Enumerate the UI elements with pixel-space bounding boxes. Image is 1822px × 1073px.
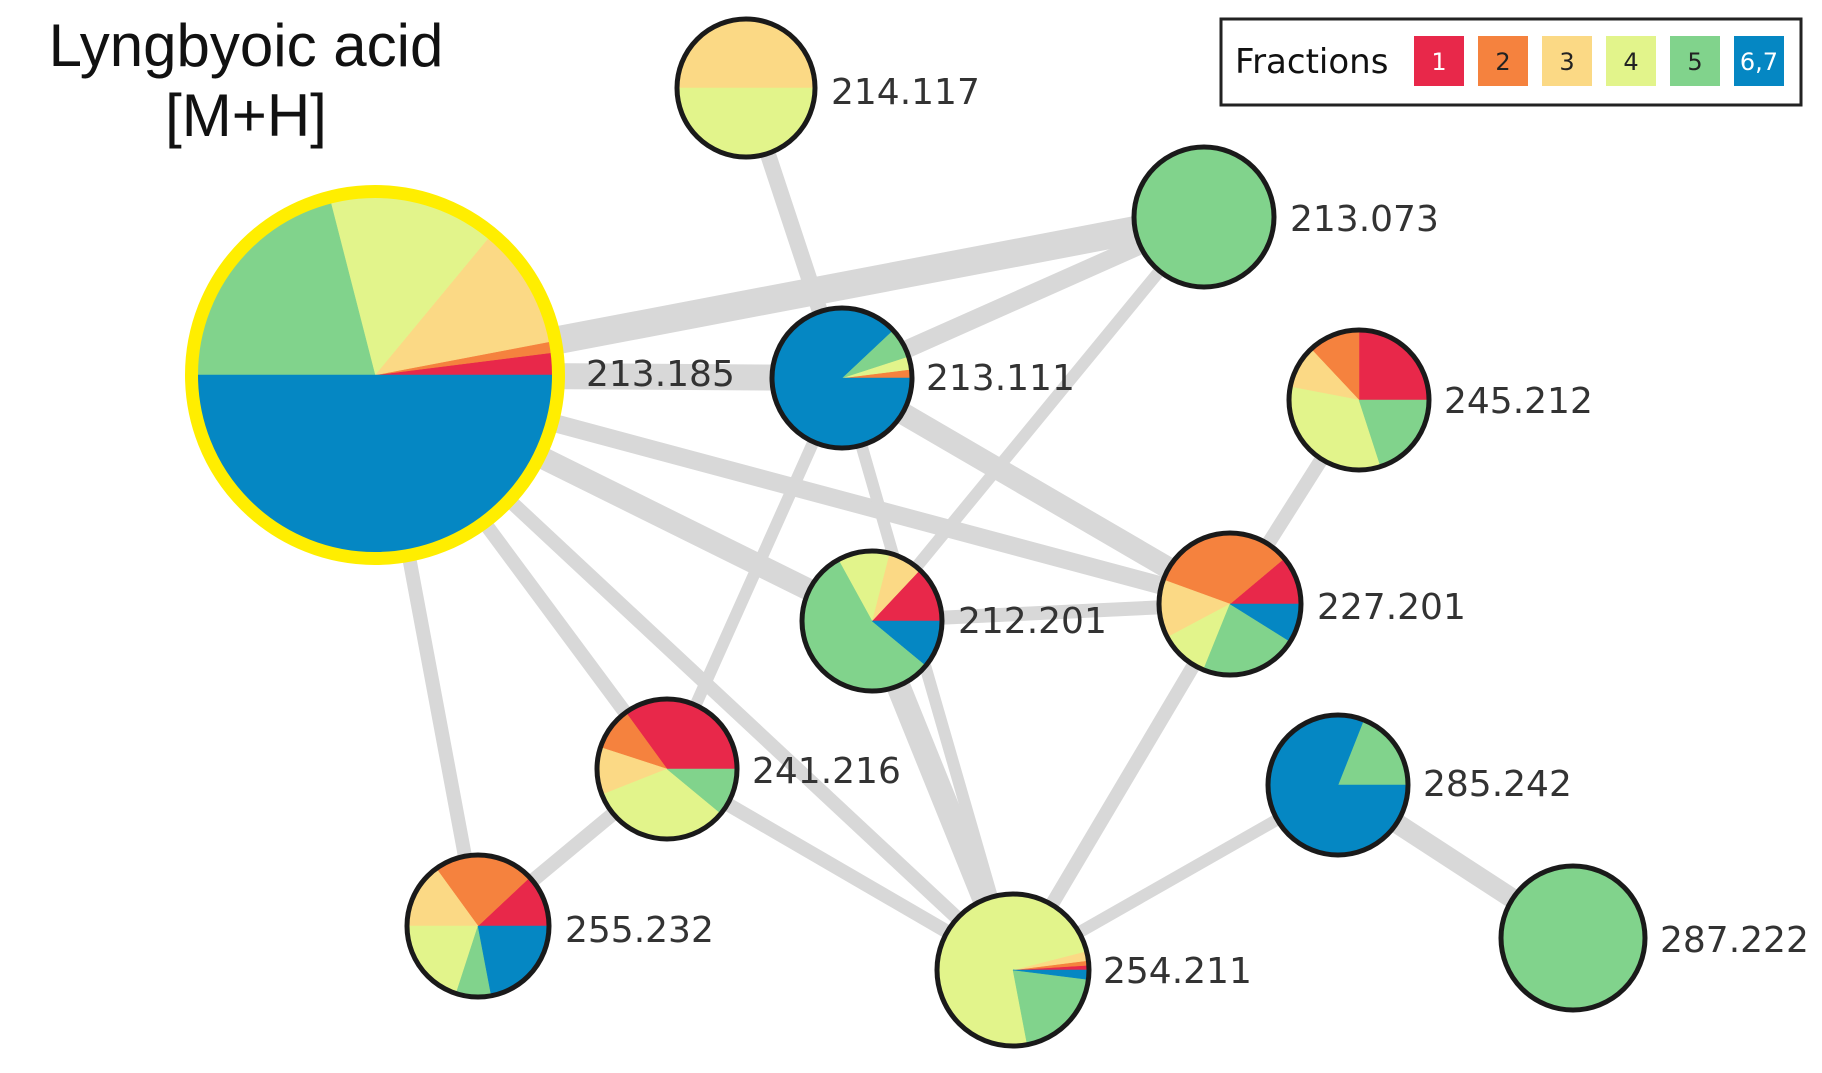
node-border (1131, 144, 1277, 290)
title-line-2: [M+H] (165, 82, 327, 149)
node-255232[interactable]: 255.232 (404, 852, 714, 1000)
node-border (799, 548, 945, 694)
fractions-legend: Fractions 1 2 3 4 5 6,7 (1219, 17, 1803, 107)
fraction-pie (771, 307, 913, 449)
pie-slice-fraction-6-7 (196, 374, 554, 554)
node-label: 287.222 (1660, 920, 1809, 961)
node-label: 212.201 (958, 601, 1107, 642)
node-label: 214.117 (831, 72, 980, 113)
legend-title: Fractions (1235, 42, 1388, 82)
node-212201[interactable]: 212.201 (799, 548, 1107, 694)
legend-swatch-3: 3 (1542, 36, 1592, 86)
pie-slice-fraction-5 (1134, 147, 1274, 287)
fraction-pie (596, 698, 738, 840)
legend-swatch-4: 4 (1606, 36, 1656, 86)
node-label: 227.201 (1317, 587, 1466, 628)
node-213073[interactable]: 213.073 (1131, 144, 1439, 290)
network-nodes: 213.185 214.117 213.073 213.111 245.212 … (185, 16, 1809, 1049)
edge-213111-227201 (831, 367, 1241, 615)
legend-swatch-2: 2 (1478, 36, 1528, 86)
node-label: 245.212 (1444, 381, 1593, 422)
node-label: 213.073 (1290, 199, 1439, 240)
node-213111[interactable]: 213.111 (769, 305, 1075, 451)
svg-text:6,7: 6,7 (1740, 48, 1778, 76)
node-label: 213.185 (586, 354, 735, 395)
node-label: 285.242 (1423, 764, 1572, 805)
node-lyngbyoic-acid[interactable]: 213.185 (185, 185, 735, 565)
node-border (1265, 712, 1411, 858)
fraction-pie (1158, 532, 1302, 676)
compound-title: Lyngbyoic acid [M+H] (49, 12, 444, 149)
legend-swatch-6-7: 6,7 (1734, 36, 1784, 86)
node-border (934, 891, 1092, 1049)
node-label: 213.111 (926, 358, 1075, 399)
node-227201[interactable]: 227.201 (1156, 530, 1466, 678)
node-label: 241.216 (752, 751, 901, 792)
svg-text:4: 4 (1623, 48, 1638, 76)
node-254211[interactable]: 254.211 (934, 891, 1252, 1049)
pie-slice-fraction-3 (676, 18, 816, 89)
svg-text:3: 3 (1559, 48, 1574, 76)
title-line-1: Lyngbyoic acid (49, 12, 444, 79)
svg-text:5: 5 (1687, 48, 1702, 76)
node-label: 255.232 (565, 910, 714, 951)
node-border (769, 305, 915, 451)
svg-text:2: 2 (1495, 48, 1510, 76)
node-border (1286, 327, 1432, 473)
legend-swatch-5: 5 (1670, 36, 1720, 86)
fraction-pie (196, 196, 554, 554)
node-287222[interactable]: 287.222 (1498, 863, 1809, 1013)
fraction-pie (1134, 147, 1274, 287)
node-border (594, 696, 740, 842)
node-label: 254.211 (1103, 951, 1252, 992)
fraction-pie (1501, 866, 1645, 1010)
pie-slice-fraction-5 (1501, 866, 1645, 1010)
legend-swatch-1: 1 (1414, 36, 1464, 86)
node-214117[interactable]: 214.117 (674, 16, 980, 160)
node-border (404, 852, 552, 1000)
highlight-ring (185, 185, 565, 565)
node-border (1498, 863, 1648, 1013)
fraction-pie (676, 18, 816, 158)
svg-text:1: 1 (1431, 48, 1446, 76)
fraction-pie (1288, 329, 1430, 471)
node-241216[interactable]: 241.216 (594, 696, 901, 842)
node-285242[interactable]: 285.242 (1265, 712, 1572, 858)
node-border (1156, 530, 1304, 678)
edge-213073-212201 (866, 211, 1210, 627)
pie-slice-fraction-4 (676, 87, 816, 158)
node-border (674, 16, 818, 160)
node-245212[interactable]: 245.212 (1286, 327, 1593, 473)
